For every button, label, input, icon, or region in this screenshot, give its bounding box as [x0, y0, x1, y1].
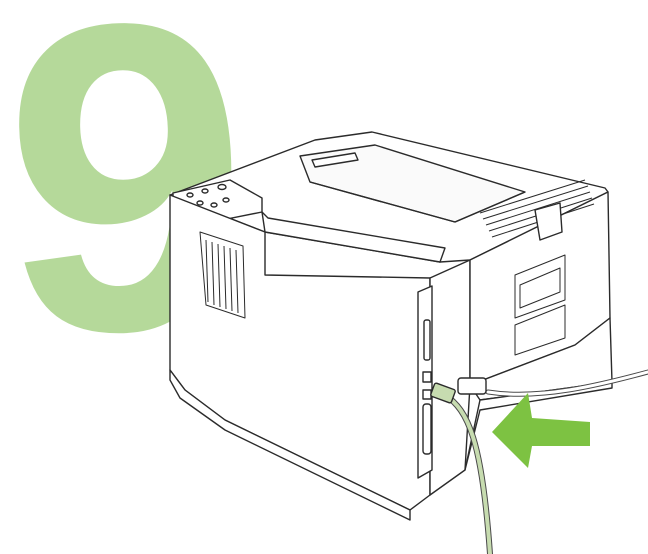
network-port	[423, 372, 431, 382]
parallel-port	[423, 404, 431, 454]
side-vent	[200, 232, 245, 318]
eio-slot	[424, 320, 430, 360]
usb-port-icon	[423, 390, 431, 399]
